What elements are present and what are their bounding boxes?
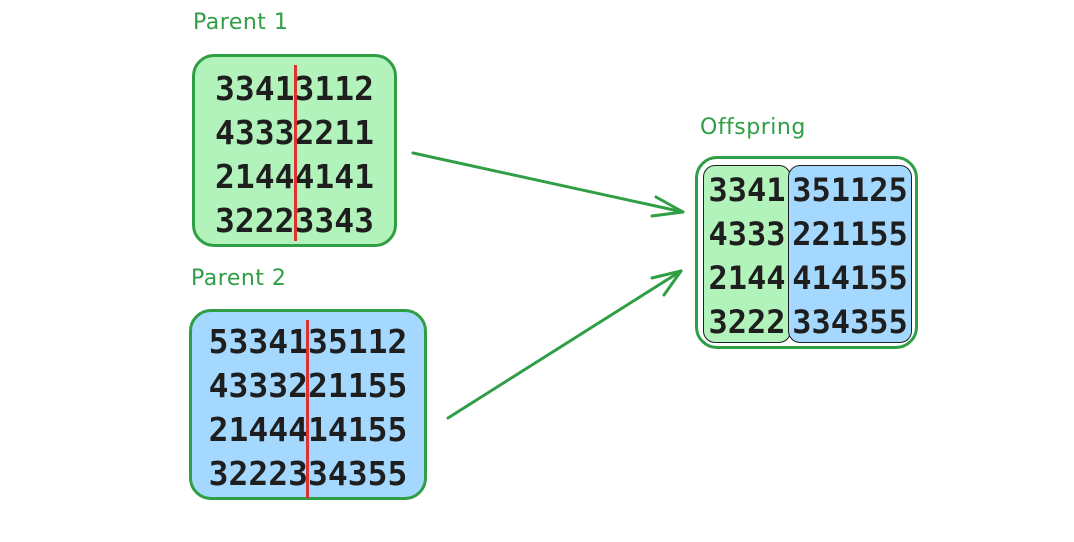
offspring-right-row: 351125 <box>792 171 908 209</box>
offspring-box: 3341 4333 2144 3222 351125 221155 414155… <box>695 156 918 349</box>
offspring-left-row: 3222 <box>708 303 786 341</box>
offspring-left-row: 3341 <box>708 171 786 209</box>
parent2-label: Parent 2 <box>191 266 287 291</box>
parent1-box: 33413112 43332211 21444141 32223343 <box>192 54 397 247</box>
offspring-right-row: 221155 <box>792 215 908 253</box>
offspring-parent2-segment: 351125 221155 414155 334355 <box>788 165 912 343</box>
parent1-cut-line <box>294 65 297 241</box>
offspring-label: Offspring <box>700 115 806 140</box>
parent1-label: Parent 1 <box>193 10 289 35</box>
parent2-cut-line <box>306 320 309 498</box>
parent1-to-offspring-arrow <box>411 151 685 218</box>
offspring-left-row: 2144 <box>708 259 786 297</box>
offspring-right-row: 414155 <box>792 259 908 297</box>
parent2-to-offspring-arrow <box>446 269 683 420</box>
offspring-left-row: 4333 <box>708 215 786 253</box>
offspring-right-row: 334355 <box>792 303 908 341</box>
offspring-parent1-segment: 3341 4333 2144 3222 <box>703 165 791 343</box>
parent2-box: 5334135112 4333221155 2144414155 3222334… <box>189 309 427 500</box>
